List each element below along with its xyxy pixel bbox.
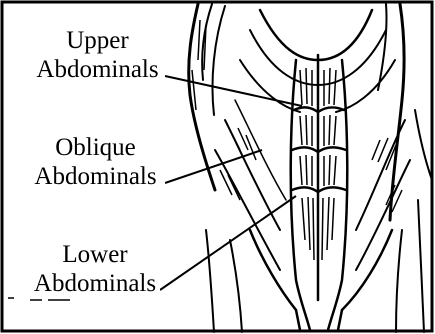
upper-abdominals-pointer bbox=[165, 76, 302, 106]
label-lower-abdominals: Lower Abdominals bbox=[30, 240, 160, 298]
baseline-marks bbox=[8, 298, 70, 300]
lower-abdominals-pointer bbox=[160, 196, 296, 290]
torso-outline bbox=[189, 4, 432, 332]
label-upper-abdominals: Upper Abdominals bbox=[30, 26, 165, 84]
label-lower-line1: Lower bbox=[30, 240, 160, 269]
label-upper-line1: Upper bbox=[30, 26, 165, 55]
label-oblique-abdominals: Oblique Abdominals bbox=[26, 133, 165, 191]
leader-lines bbox=[160, 76, 302, 290]
label-lower-line2: Abdominals bbox=[30, 269, 160, 298]
label-oblique-line2: Abdominals bbox=[26, 162, 165, 191]
label-oblique-line1: Oblique bbox=[26, 133, 165, 162]
label-upper-line2: Abdominals bbox=[30, 55, 165, 84]
